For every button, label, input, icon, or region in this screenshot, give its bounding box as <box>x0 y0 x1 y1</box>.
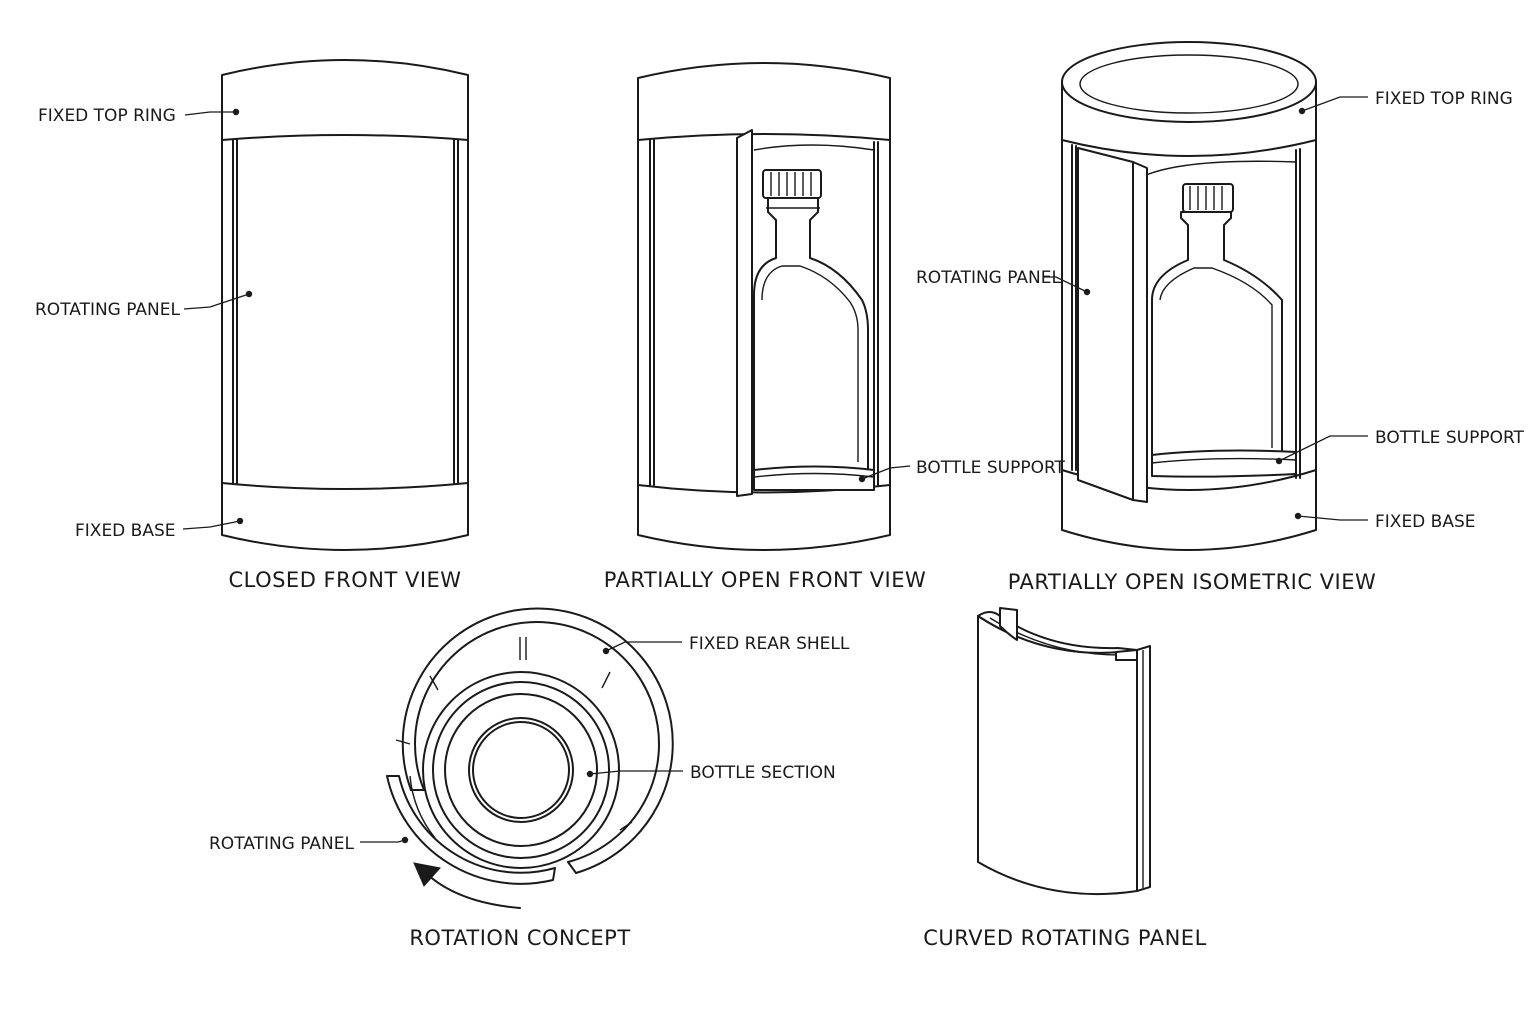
partial-iso-caption: PARTIALLY OPEN ISOMETRIC VIEW <box>1008 570 1377 594</box>
rotation-rear-shell-label: FIXED REAR SHELL <box>689 634 850 654</box>
curved-panel-caption: CURVED ROTATING PANEL <box>923 926 1207 950</box>
partial-front-cylinder <box>637 62 891 551</box>
rotation-bottle-section-callout: BOTTLE SECTION <box>586 763 836 783</box>
rotation-concept-view: FIXED REAR SHELL BOTTLE SECTION ROTATING… <box>209 607 850 950</box>
curved-panel-view: CURVED ROTATING PANEL <box>923 607 1207 950</box>
partial-front-bottle-support-label: BOTTLE SUPPORT <box>916 458 1066 478</box>
rotation-bottle-section-label: BOTTLE SECTION <box>690 763 836 783</box>
partial-front-bottle <box>753 169 869 471</box>
iso-bottle-support-label: BOTTLE SUPPORT <box>1375 428 1525 448</box>
partial-front-bottle-support <box>753 465 875 491</box>
closed-rotating-panel-label: ROTATING PANEL <box>35 300 181 320</box>
partial-front-bottle-support-callout: BOTTLE SUPPORT <box>858 458 1066 483</box>
closed-top-ring-label: FIXED TOP RING <box>38 106 176 126</box>
rotation-rotating-panel-label: ROTATING PANEL <box>209 834 355 854</box>
rotation-rotating-panel-callout: ROTATING PANEL <box>209 834 409 854</box>
iso-rotating-panel-callout: ROTATING PANEL <box>916 268 1091 296</box>
closed-front-caption: CLOSED FRONT VIEW <box>228 568 461 592</box>
partial-front-view: BOTTLE SUPPORT PARTIALLY OPEN FRONT VIEW <box>604 62 1066 592</box>
closed-base-callout: FIXED BASE <box>75 517 244 541</box>
iso-bottle-support-callout: BOTTLE SUPPORT <box>1275 428 1525 465</box>
closed-cylinder-body <box>221 59 469 551</box>
iso-top-ring-callout: FIXED TOP RING <box>1298 89 1513 115</box>
curved-panel-shape <box>977 607 1151 896</box>
partial-front-rotating-panel <box>736 129 753 497</box>
iso-base-callout: FIXED BASE <box>1294 512 1476 532</box>
rotation-fixed-rear-shell <box>395 607 674 874</box>
rotation-caption: ROTATION CONCEPT <box>409 926 630 950</box>
closed-rotating-panel-callout: ROTATING PANEL <box>35 290 253 320</box>
closed-base-label: FIXED BASE <box>75 521 176 541</box>
closed-top-ring-callout: FIXED TOP RING <box>38 106 240 126</box>
partial-iso-view: FIXED TOP RING ROTATING PANEL BOTTLE SUP… <box>916 41 1525 594</box>
iso-top-ring-label: FIXED TOP RING <box>1375 89 1513 109</box>
iso-bottle <box>1151 183 1283 456</box>
iso-rotating-panel-label: ROTATING PANEL <box>916 268 1062 288</box>
rotation-bottle-section <box>422 671 620 869</box>
closed-front-view: FIXED TOP RING ROTATING PANEL FIXED BASE… <box>35 59 469 592</box>
rotation-direction-arrow <box>413 862 521 909</box>
rotation-rear-shell-callout: FIXED REAR SHELL <box>602 634 850 655</box>
iso-rotating-panel <box>1077 147 1148 503</box>
rotation-rotating-panel-arc <box>386 775 556 885</box>
partial-front-caption: PARTIALLY OPEN FRONT VIEW <box>604 568 927 592</box>
iso-bottle-support <box>1151 449 1297 478</box>
iso-base-label: FIXED BASE <box>1375 512 1476 532</box>
